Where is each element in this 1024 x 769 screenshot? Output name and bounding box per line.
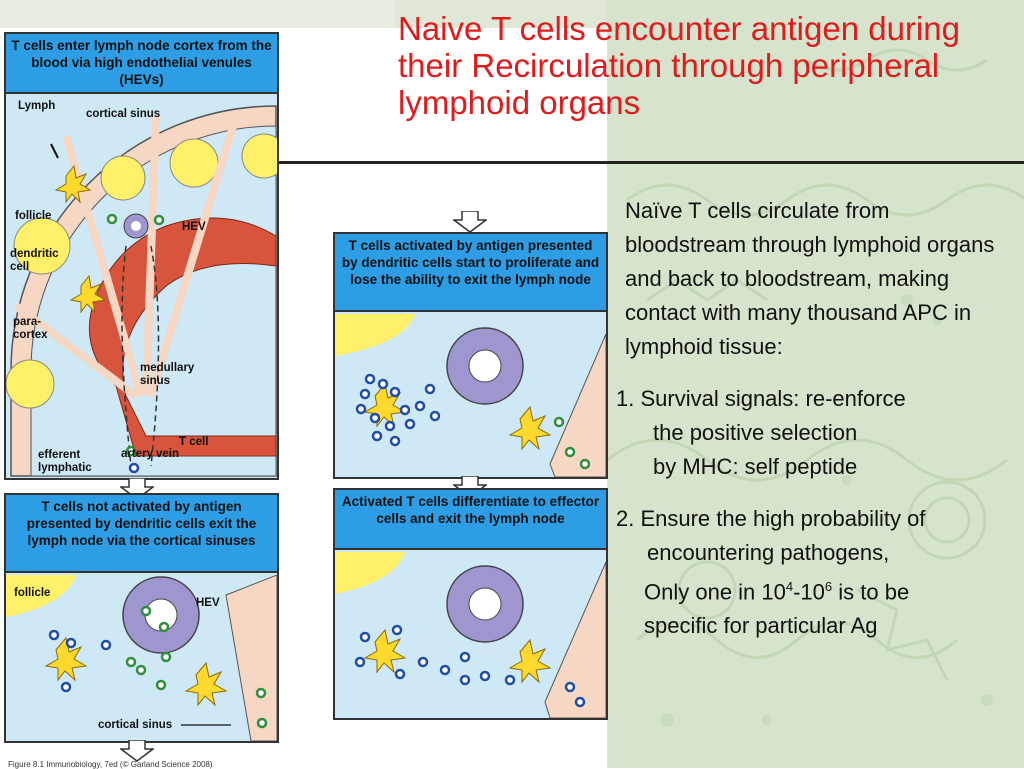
frequency-prefix: Only one in 10: [644, 579, 786, 605]
list-item-1-line-2: the positive selection: [653, 420, 858, 445]
label-follicle-2: follicle: [14, 587, 51, 599]
label-artery: artery: [121, 448, 153, 460]
exponent-2: 6: [824, 579, 833, 594]
frequency-suffix: is to be: [832, 579, 910, 605]
label-paracortex: para-cortex: [13, 316, 48, 341]
exponent-1: 4: [785, 579, 794, 594]
title-divider: [279, 161, 1024, 164]
down-arrow-icon: [453, 211, 487, 233]
top-strip-left: [0, 0, 395, 28]
panel-3-header: T cells not activated by antigen present…: [6, 495, 277, 573]
effector-exit-diagram: [335, 552, 606, 718]
label-hev-2: HEV: [196, 597, 220, 609]
label-cortical-sinus: cortical sinus: [86, 108, 161, 120]
intro-paragraph: Naïve T cells circulate from bloodstream…: [625, 198, 995, 359]
slide-title: Naive T cells encounter antigen during t…: [398, 10, 960, 121]
batik-pattern: [607, 48, 1024, 727]
list-item-1-line-3: by MHC: self peptide: [653, 454, 858, 479]
label-efferent-lymphatic: efferent lymphatic: [38, 449, 92, 474]
label-lymph: Lymph: [18, 100, 56, 112]
label-vein: vein: [156, 448, 180, 460]
list-item-2-line-4: specific for particular Ag: [644, 613, 878, 639]
list-item-1-line-1: 1. Survival signals: re-enforce: [616, 386, 906, 411]
activated-proliferate-diagram: [335, 314, 606, 477]
label-dendritic-cell: dendritic cell: [10, 248, 59, 273]
panel-2-header: T cells activated by antigen presented b…: [335, 234, 606, 312]
frequency-mid: -10: [793, 579, 825, 605]
list-item-2-line-3: Only one in 104-106 is to be: [616, 570, 1016, 609]
panel-1-header: T cells enter lymph node cortex from the…: [6, 34, 277, 94]
list-item-2-line-1: 2. Ensure the high probability of: [616, 506, 926, 531]
unactivated-exit-diagram: [6, 575, 277, 741]
decorative-background: [607, 0, 1024, 768]
label-cortical-sinus-2: cortical sinus: [98, 719, 173, 731]
panel-unactivated-exit: T cells not activated by antigen present…: [4, 493, 279, 743]
lymph-node-diagram: [6, 96, 277, 478]
label-t-cell: T cell: [179, 436, 209, 448]
figure-caption: Figure 8.1 Immunobiology, 7ed (© Garland…: [8, 760, 213, 769]
panel-4-header: Activated T cells differentiate to effec…: [335, 490, 606, 550]
label-follicle: follicle: [15, 210, 52, 222]
panel-activated-proliferate: T cells activated by antigen presented b…: [333, 232, 608, 479]
panel-effector-exit: Activated T cells differentiate to effec…: [333, 488, 608, 720]
label-hev: HEV: [182, 221, 206, 233]
list-item-2-line-2: encountering pathogens,: [647, 540, 890, 565]
panel-lymph-node-overview: T cells enter lymph node cortex from the…: [4, 32, 279, 480]
body-text: Naïve T cells circulate from bloodstream…: [616, 194, 1016, 643]
down-arrow-icon: [120, 740, 154, 762]
label-medullary-sinus: medullary sinus: [140, 362, 195, 387]
